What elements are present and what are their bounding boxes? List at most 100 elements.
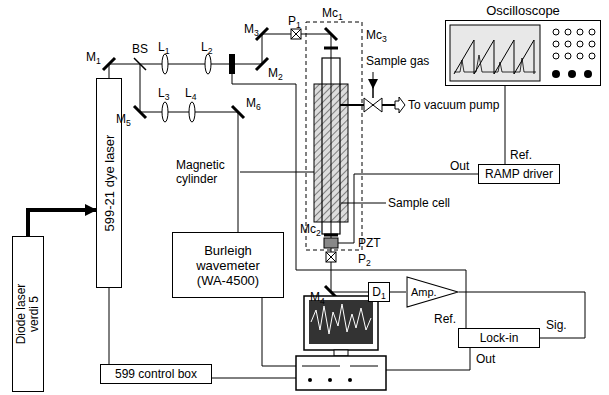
part-label: Magnetic cylinder bbox=[176, 158, 234, 186]
pzt bbox=[324, 238, 338, 248]
chopper bbox=[229, 54, 235, 74]
connector bbox=[28, 210, 96, 236]
part-label: BS bbox=[132, 42, 148, 56]
control-box: 599 control box bbox=[100, 364, 212, 384]
oscilloscope-drawing bbox=[553, 41, 559, 47]
mirrors bbox=[324, 234, 338, 237]
sample-cell bbox=[364, 98, 382, 112]
part-label: L1 bbox=[158, 40, 169, 54]
mirrors bbox=[232, 106, 244, 118]
part-label: PZT bbox=[358, 236, 381, 250]
lenses bbox=[162, 54, 168, 74]
computer bbox=[334, 350, 348, 356]
part-label: Sample gas bbox=[366, 54, 429, 68]
computer bbox=[296, 296, 386, 390]
mirrors bbox=[325, 28, 337, 40]
sample-cell bbox=[373, 72, 374, 88]
part-label: L4 bbox=[185, 86, 196, 100]
oscilloscope-drawing bbox=[454, 40, 534, 74]
oscilloscope-drawing bbox=[584, 70, 592, 78]
amplifier-triangle: Amp. bbox=[406, 276, 459, 308]
oscilloscope: Oscilloscope bbox=[445, 20, 601, 86]
oscilloscope-drawing bbox=[553, 53, 559, 59]
computer bbox=[350, 366, 378, 367]
part-label: M1 bbox=[86, 50, 101, 64]
node-heading: Oscilloscope bbox=[446, 4, 600, 18]
part-label: Ref. bbox=[510, 148, 532, 162]
oscilloscope-drawing bbox=[589, 53, 595, 59]
lenses bbox=[162, 54, 211, 122]
mirrors bbox=[134, 106, 146, 118]
part-label: Mc3 bbox=[366, 28, 387, 42]
connector bbox=[505, 86, 506, 164]
leader-lines bbox=[240, 172, 386, 203]
part-label: Mc1 bbox=[322, 6, 343, 20]
part-label: Sig. bbox=[546, 318, 567, 332]
node-text: 599-21 dye laser bbox=[103, 83, 116, 283]
part-label: M6 bbox=[246, 96, 261, 110]
node-text: Burleigh wavemeter (WA-4500) bbox=[182, 243, 274, 288]
part-label: Out bbox=[476, 352, 495, 366]
oscilloscope-drawing bbox=[565, 53, 571, 59]
part-label: L3 bbox=[158, 86, 169, 100]
detector-box: D1 bbox=[368, 282, 390, 302]
leader-lines bbox=[240, 172, 314, 173]
part-label: Ref. bbox=[434, 312, 456, 326]
node-text: Amp. bbox=[406, 285, 437, 299]
mirrors bbox=[324, 47, 338, 50]
part-label: P2 bbox=[358, 252, 371, 266]
polarizers bbox=[291, 29, 336, 262]
oscilloscope-drawing bbox=[589, 41, 595, 47]
part-label: P1 bbox=[288, 14, 301, 28]
beam-splitter bbox=[134, 58, 146, 70]
mirrors bbox=[256, 58, 268, 70]
polarizers bbox=[291, 29, 301, 39]
computer bbox=[296, 356, 386, 390]
oscilloscope-drawing bbox=[450, 25, 540, 81]
lenses bbox=[205, 54, 211, 74]
oscilloscope-drawing bbox=[565, 41, 571, 47]
mirrors bbox=[103, 58, 115, 70]
mirrors bbox=[103, 28, 338, 298]
oscilloscope-drawing bbox=[577, 53, 583, 59]
lenses bbox=[162, 102, 168, 122]
oscilloscope-drawing bbox=[450, 25, 595, 81]
part-label: L2 bbox=[201, 40, 212, 54]
part-label: M5 bbox=[116, 112, 131, 126]
computer bbox=[302, 366, 340, 367]
oscilloscope-drawing bbox=[589, 29, 595, 35]
signal-wires bbox=[212, 74, 478, 378]
node-text: Lock-in bbox=[480, 331, 519, 345]
part-label: M2 bbox=[268, 66, 283, 80]
wavemeter-box: Burleigh wavemeter (WA-4500) bbox=[172, 232, 284, 298]
signal-wires bbox=[212, 378, 296, 379]
lenses bbox=[189, 102, 195, 122]
oscilloscope-drawing bbox=[553, 29, 595, 59]
part-label: Out bbox=[450, 159, 469, 173]
part-label: M4 bbox=[310, 290, 325, 304]
oscilloscope-drawing bbox=[577, 41, 583, 47]
node-text: Diode laser verdi 5 bbox=[15, 269, 41, 359]
oscilloscope-drawing bbox=[565, 29, 571, 35]
part-label: M3 bbox=[244, 22, 259, 36]
laser-beam bbox=[109, 34, 368, 292]
polarizers bbox=[326, 252, 336, 262]
laser-box: 599-21 dye laser bbox=[96, 78, 122, 288]
oscilloscope-drawing bbox=[568, 70, 576, 78]
oscilloscope-drawing bbox=[577, 29, 583, 35]
laser-beam bbox=[140, 64, 238, 232]
computer bbox=[309, 300, 373, 344]
part-label: To vacuum pump bbox=[408, 98, 499, 112]
node-text: 599 control box bbox=[115, 367, 197, 381]
sample-cell bbox=[395, 97, 405, 113]
signal-wires bbox=[386, 348, 470, 370]
computer bbox=[328, 378, 332, 382]
laser-beam bbox=[109, 34, 368, 292]
computer bbox=[304, 296, 378, 350]
leader-lines bbox=[341, 203, 386, 204]
connector bbox=[109, 288, 110, 364]
oscilloscope-drawing bbox=[552, 70, 560, 78]
computer bbox=[308, 378, 312, 382]
laser-box: Diode laser verdi 5 bbox=[12, 236, 44, 392]
connector bbox=[390, 292, 406, 293]
